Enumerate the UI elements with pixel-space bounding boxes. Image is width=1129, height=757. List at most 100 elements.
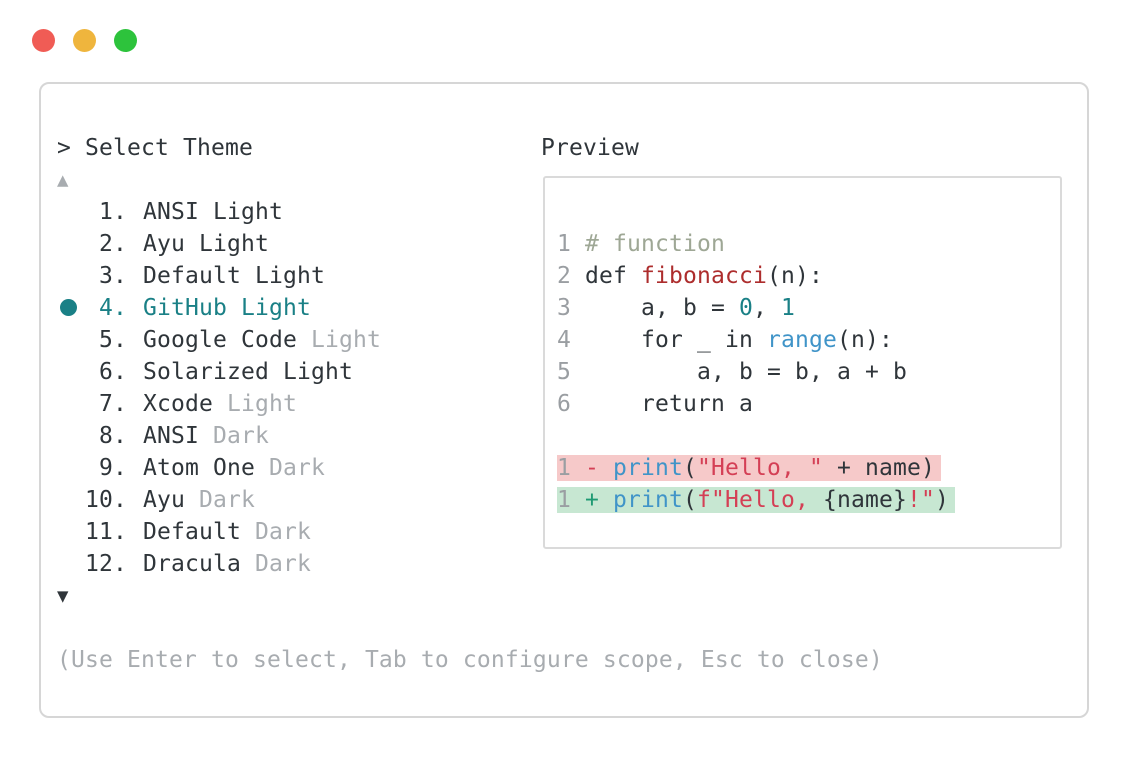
code-token: print (613, 455, 683, 481)
theme-list-item[interactable]: 1. ANSI Light (57, 196, 957, 228)
item-variant: Dark (254, 519, 311, 545)
item-name: Ayu (143, 231, 199, 257)
code-token: + (585, 487, 613, 513)
item-number: 11. (85, 519, 127, 545)
item-name: Google Code (143, 327, 311, 353)
item-variant: Dark (213, 423, 269, 449)
code-line: 2 def fibonacci(n): (557, 260, 955, 292)
item-number: 3. (99, 263, 127, 289)
item-variant: Light (199, 231, 269, 257)
code-token: + name) (822, 455, 935, 481)
item-name: Solarized (143, 359, 283, 385)
line-number: 2 (557, 263, 585, 289)
item-variant: Light (240, 295, 311, 321)
item-name: GitHub (143, 295, 241, 321)
code-token: def (585, 263, 641, 289)
item-name: Xcode (143, 391, 227, 417)
item-number: 9. (99, 455, 127, 481)
item-number: 5. (99, 327, 127, 353)
item-number: 12. (85, 551, 127, 577)
code-token: for _ in (585, 327, 767, 353)
code-token: return a (585, 391, 753, 417)
code-token: ( (683, 487, 697, 513)
item-variant: Light (226, 391, 297, 417)
code-line: 5 a, b = b, a + b (557, 356, 955, 388)
traffic-lights (32, 29, 137, 52)
code-token: !" (906, 487, 935, 513)
code-line: 3 a, b = 0, 1 (557, 292, 955, 324)
theme-list-item[interactable]: 5. Google Code Light (57, 324, 957, 356)
close-button[interactable] (32, 29, 55, 52)
item-variant: Dark (199, 487, 255, 513)
theme-list-item[interactable]: 12. Dracula Dark (57, 548, 957, 580)
code-token: (n): (836, 327, 893, 353)
preview-title: Preview (541, 135, 639, 161)
code-token: "Hello, " (697, 455, 823, 481)
item-number: 7. (99, 391, 127, 417)
item-variant: Light (282, 359, 353, 385)
item-number: 2. (99, 231, 127, 257)
scroll-down-icon[interactable]: ▼ (57, 585, 69, 607)
minimize-button[interactable] (73, 29, 96, 52)
theme-selector-panel: > Select Theme ▲ 1. ANSI Light 2. Ayu Light… (57, 132, 957, 676)
item-name: ANSI (143, 199, 213, 225)
item-number: 6. (99, 359, 127, 385)
code-token: # function (585, 231, 725, 257)
item-number: 4. (99, 295, 127, 321)
theme-list-item[interactable]: 10.Ayu Dark (57, 484, 957, 516)
spacer-line (57, 612, 957, 644)
code-line: 1 # function (557, 228, 955, 260)
diff-removed-line: 1 - print("Hello, " + name) (557, 452, 955, 484)
page-title: Select Theme (85, 135, 253, 161)
line-number: 5 (557, 359, 585, 385)
code-line: 4 for _ in range(n): (557, 324, 955, 356)
item-name: Dracula (143, 551, 255, 577)
theme-list-item[interactable]: 9. Atom One Dark (57, 452, 957, 484)
item-name: Ayu (143, 487, 199, 513)
diff-added-line: 1 + print(f"Hello, {name}!") (557, 484, 955, 516)
code-token: ( (683, 455, 697, 481)
theme-list-item[interactable]: 8. ANSI Dark (57, 420, 957, 452)
item-variant: Light (254, 263, 325, 289)
theme-list-item[interactable]: 7. Xcode Light (57, 388, 957, 420)
theme-list-item[interactable]: 3. Default Light (57, 260, 957, 292)
code-token: f"Hello, (697, 487, 823, 513)
selected-indicator-icon (60, 299, 77, 316)
item-name: Default (143, 263, 255, 289)
code-token: ) (934, 487, 949, 513)
scroll-up-icon[interactable]: ▲ (57, 169, 69, 191)
line-number: 3 (557, 295, 585, 321)
item-name: Atom One (143, 455, 269, 481)
help-text: (Use Enter to select, Tab to configure s… (57, 647, 883, 673)
code-token: - (585, 455, 613, 481)
line-number: 1 (557, 455, 585, 481)
item-name: Default (143, 519, 255, 545)
theme-list-item[interactable]: 4. GitHub Light (57, 292, 957, 324)
code-token: a, b = b, a + b (585, 359, 907, 385)
line-number: 1 (557, 487, 585, 513)
item-number: 8. (99, 423, 127, 449)
prompt-symbol: > (57, 135, 71, 161)
code-line: 6 return a (557, 388, 955, 420)
code-token: (n): (766, 263, 823, 289)
zoom-button[interactable] (114, 29, 137, 52)
code-token: fibonacci (641, 263, 767, 289)
line-number: 6 (557, 391, 585, 417)
code-token: a, b = (585, 295, 739, 321)
code-token: 1 (780, 295, 795, 321)
item-variant: Light (213, 199, 283, 225)
item-variant: Light (310, 327, 381, 353)
code-line (557, 420, 955, 452)
line-number: 4 (557, 327, 585, 353)
item-variant: Dark (254, 551, 311, 577)
item-variant: Dark (268, 455, 325, 481)
select-theme-prompt: > Select Theme (57, 132, 957, 164)
item-name: ANSI (143, 423, 213, 449)
code-token: 0 (738, 295, 753, 321)
theme-list-item[interactable]: 2. Ayu Light (57, 228, 957, 260)
line-number: 1 (557, 231, 585, 257)
item-number: 1. (99, 199, 127, 225)
theme-list-item[interactable]: 6. Solarized Light (57, 356, 957, 388)
theme-list-item[interactable]: 11. Default Dark (57, 516, 957, 548)
